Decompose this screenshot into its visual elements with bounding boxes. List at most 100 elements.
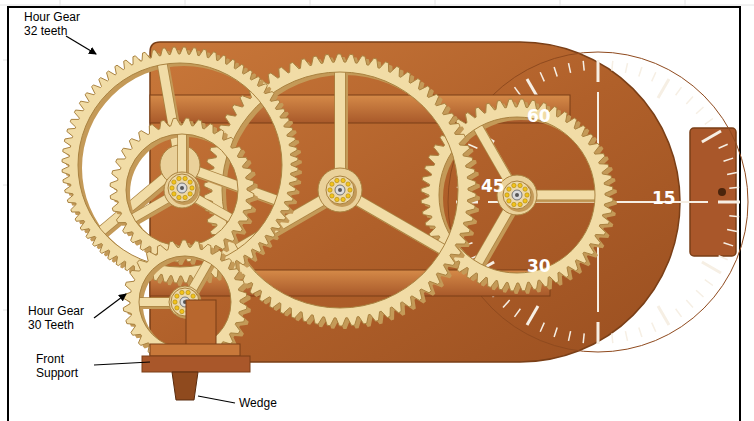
arbor-edge [504, 182, 534, 212]
bolt [512, 202, 516, 206]
dial-tick [597, 60, 600, 82]
leader-lines [66, 36, 235, 403]
dial-tick [719, 144, 728, 148]
dial-tick [652, 323, 656, 332]
bolt [186, 290, 190, 294]
dial-tick [625, 63, 627, 73]
dial-tick [540, 72, 544, 81]
bolt [525, 193, 529, 197]
dial-tick [696, 290, 703, 297]
dial-tick [696, 107, 703, 114]
axle [335, 185, 345, 195]
bolt [183, 195, 187, 199]
bolt [330, 194, 334, 198]
dial-tick [597, 322, 600, 344]
bolt [180, 290, 184, 294]
bolt [507, 199, 511, 203]
bolt [170, 186, 174, 190]
dial-number: 15 [652, 188, 676, 208]
bolt [183, 176, 187, 180]
dial-tick [729, 216, 739, 217]
dial-tick [658, 306, 669, 325]
bolt [172, 180, 176, 184]
dial-tick [612, 61, 613, 71]
bolt [341, 178, 345, 182]
bolt [175, 306, 179, 310]
axle-hole [515, 193, 519, 197]
bolt [175, 294, 179, 298]
bolt [177, 176, 181, 180]
front-support [142, 300, 250, 400]
gear-train [62, 47, 617, 367]
dial-tick [702, 262, 721, 273]
bolt [188, 180, 192, 184]
bolt [180, 309, 184, 313]
dial-tick [705, 280, 713, 286]
callout-label: Wedge [239, 396, 277, 410]
bolt [190, 186, 194, 190]
gear [123, 240, 247, 364]
dial-tick [554, 328, 557, 338]
dial-tick [503, 300, 510, 307]
frame [8, 7, 740, 421]
bolt [191, 294, 195, 298]
dial-tick [719, 256, 728, 260]
bolt [172, 192, 176, 196]
callout-label: Front Support [36, 352, 90, 380]
dial-tick [652, 72, 656, 81]
dial-tick [569, 331, 571, 341]
dial-tick [724, 158, 734, 161]
dial-tick [569, 63, 571, 73]
dial-tick [639, 67, 642, 77]
arbor [326, 176, 354, 204]
dial-tick [718, 201, 740, 204]
dial-tick [727, 229, 737, 231]
bolt [523, 187, 527, 191]
dial-tick [583, 61, 584, 71]
dial-tick [702, 131, 721, 142]
bolt [328, 188, 332, 192]
dial-tick [515, 309, 521, 317]
bolt [341, 197, 345, 201]
bolt [505, 193, 509, 197]
bolt [346, 194, 350, 198]
axle [177, 183, 187, 193]
dial-tick [639, 328, 642, 338]
bolt [177, 195, 181, 199]
dial-tick [686, 97, 693, 104]
bolt [188, 192, 192, 196]
callout-label: Hour Gear 30 Teeth [28, 304, 92, 332]
dial-tick [676, 309, 682, 317]
bolt [512, 183, 516, 187]
dial-number: 30 [527, 256, 551, 276]
bolt [346, 182, 350, 186]
gear-hub [318, 168, 362, 212]
arbor [168, 174, 196, 202]
axle-hole [180, 186, 184, 190]
dial-tick [658, 79, 669, 98]
dial-number: 60 [527, 106, 551, 126]
bolt [330, 182, 334, 186]
dial-tick [724, 243, 734, 246]
dial-tick [705, 119, 713, 125]
dial-tick [625, 331, 627, 341]
bolt [518, 183, 522, 187]
gear-hub [164, 172, 200, 208]
dial-tick [727, 173, 737, 175]
dial-tick [729, 187, 739, 188]
bolt [518, 202, 522, 206]
dial-number: 45 [481, 176, 505, 196]
dial-tick [676, 87, 682, 95]
dial-tick [527, 306, 538, 325]
axle [512, 190, 522, 200]
dial-tick [686, 300, 693, 307]
bolt [173, 300, 177, 304]
dial-tick [540, 323, 544, 332]
axle-hole [338, 188, 342, 192]
bolt [507, 187, 511, 191]
arbor-edge [327, 177, 357, 207]
callout-label: Hour Gear 32 teeth [24, 10, 88, 38]
bolt [523, 199, 527, 203]
